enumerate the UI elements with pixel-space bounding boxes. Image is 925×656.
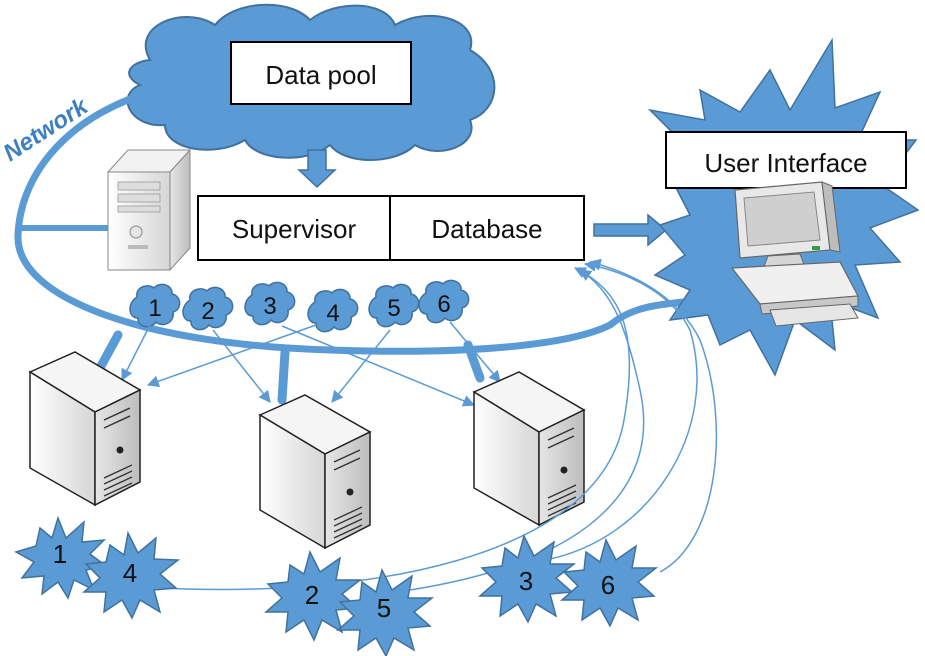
result-number-1: 1 — [53, 539, 67, 569]
data-pool-label: Data pool — [265, 60, 376, 90]
user-interface-box — [665, 131, 907, 189]
result-number-5: 5 — [377, 593, 391, 623]
down-arrow-icon — [297, 149, 337, 189]
task-number-3: 3 — [263, 293, 276, 320]
task-cloud-2: 2 — [182, 286, 234, 331]
server-1-icon — [28, 351, 142, 507]
result-burst-5: 5 — [336, 567, 435, 656]
task-number-4: 4 — [326, 300, 339, 327]
network-ring — [14, 88, 716, 405]
result-number-4: 4 — [123, 558, 137, 588]
task-cloud-6: 6 — [418, 279, 470, 324]
result-burst-1: 1 — [14, 515, 108, 600]
result-number-3: 3 — [519, 566, 533, 596]
result-burst-2: 2 — [264, 549, 363, 642]
data-pool-box — [230, 41, 412, 105]
task-number-6: 6 — [437, 291, 450, 318]
task-number-5: 5 — [387, 295, 400, 322]
result-burst-4: 4 — [82, 530, 181, 620]
supervisor-box — [197, 195, 391, 261]
task-number-1: 1 — [148, 295, 161, 322]
task-cloud-1: 1 — [129, 283, 181, 328]
supervisor-computer-icon — [106, 148, 192, 272]
right-arrow-icon — [593, 213, 668, 247]
desktop-computer-icon — [730, 181, 859, 327]
server-3-icon — [472, 371, 586, 527]
database-box — [389, 195, 585, 261]
supervisor-label: Supervisor — [232, 214, 357, 244]
task-arrows — [121, 321, 501, 407]
result-burst-3: 3 — [478, 533, 577, 624]
task-cloud-3: 3 — [244, 281, 296, 326]
user-interface-label: User Interface — [704, 148, 867, 178]
task-cloud-5: 5 — [368, 283, 420, 328]
server-2-icon — [258, 394, 372, 550]
result-number-2: 2 — [305, 580, 319, 610]
task-cloud-4: 4 — [307, 288, 359, 333]
result-burst-6: 6 — [560, 537, 659, 628]
database-label: Database — [431, 214, 542, 244]
task-number-2: 2 — [201, 298, 214, 325]
result-number-6: 6 — [601, 570, 615, 600]
